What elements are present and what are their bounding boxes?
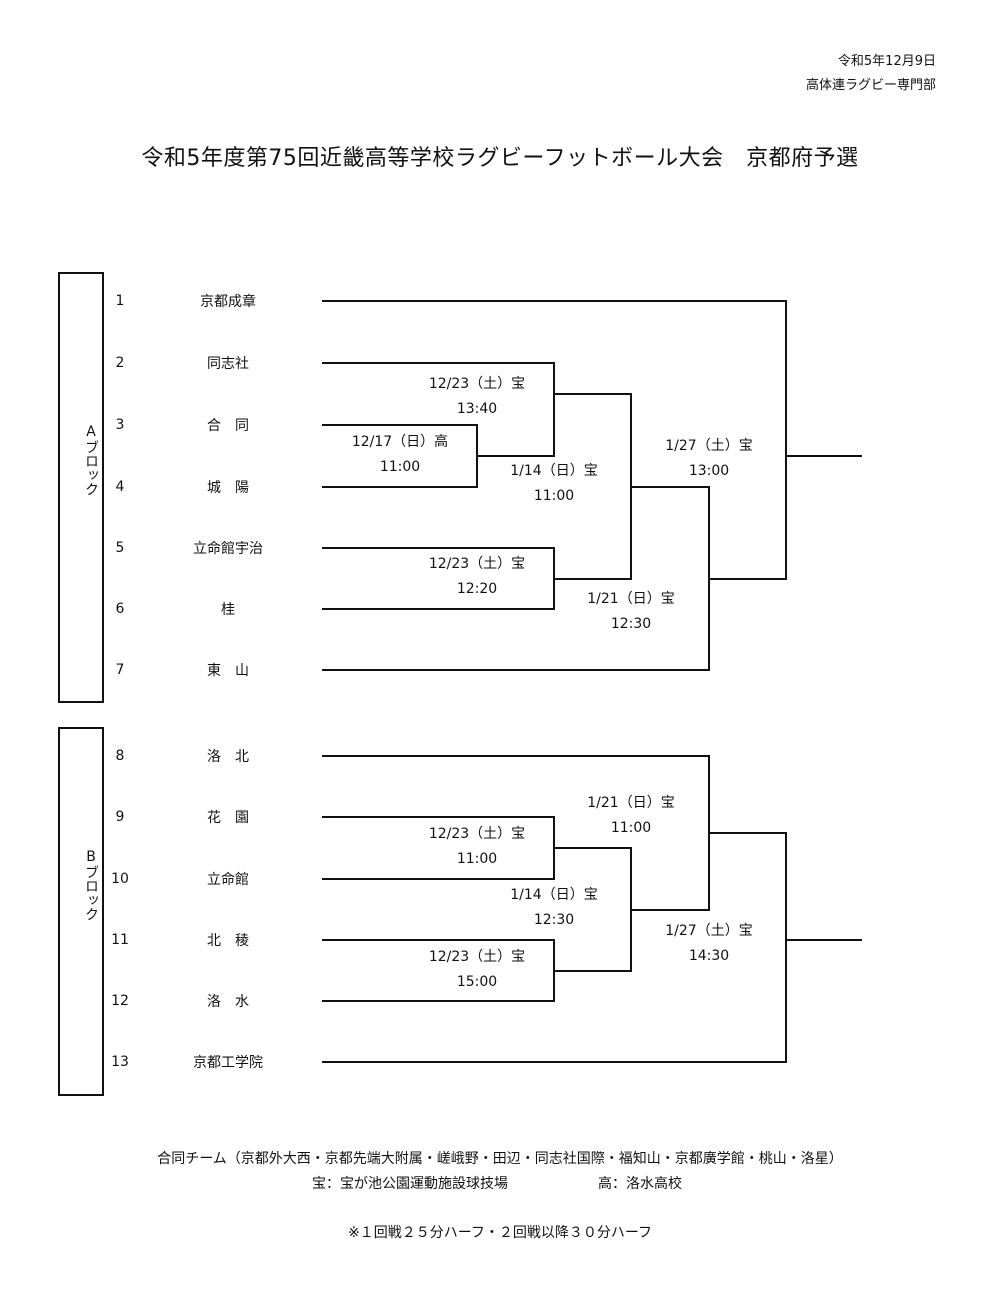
page-title: 令和5年度第75回近畿高等学校ラグビーフットボール大会 京都府予選 [141,146,859,171]
match-date: 12/23（土）宝 [428,376,526,392]
match-time: 11:00 [379,459,421,475]
match-time: 14:30 [688,948,730,964]
match-info: 1/21（日）宝 12:30 [561,587,701,637]
seed-number: 7 [115,662,125,678]
team-name: 花 園 [207,810,249,826]
team-name: 立命館宇治 [193,541,263,557]
document-date: 令和5年12月9日 [837,54,936,69]
match-time: 15:00 [456,974,498,990]
match-date: 12/23（土）宝 [428,949,526,965]
team-name: 洛 水 [207,994,249,1010]
joint-team-note: 合同チーム（京都外大西・京都先端大附属・嵯峨野・田辺・同志社国際・福知山・京都廣… [157,1151,843,1167]
seed-number: 4 [115,479,125,495]
bracket-line [322,547,555,610]
seed-number: 12 [111,993,129,1009]
match-info: 12/23（土）宝 13:40 [407,372,547,422]
match-time: 11:00 [533,488,575,504]
organization: 高体連ラグビー専門部 [805,78,936,93]
match-date: 1/14（日）宝 [510,463,598,479]
team-name: 京都成章 [200,294,256,310]
match-time: 11:00 [610,820,652,836]
team-name: 立命館 [207,872,249,888]
match-time: 13:00 [688,463,730,479]
match-date: 1/21（日）宝 [587,591,675,607]
team-name: 合 同 [207,418,249,434]
block-b-box: Bブロック [58,727,104,1096]
bracket-line [554,847,632,972]
bracket-line [322,362,555,457]
match-time: 13:40 [456,401,498,417]
match-date: 1/21（日）宝 [587,795,675,811]
match-info: 1/27（土）宝 14:30 [639,919,779,969]
match-date: 1/27（土）宝 [665,923,753,939]
match-date: 12/23（土）宝 [428,556,526,572]
bracket-line [322,300,787,580]
match-duration-note: ※１回戦２５分ハーフ・２回戦以降３０分ハーフ [347,1225,653,1241]
seed-number: 11 [111,932,129,948]
team-name: 城 陽 [207,480,249,496]
match-time: 11:00 [456,851,498,867]
bracket-line [322,424,478,488]
team-name: 京都工学院 [193,1055,263,1071]
match-info: 12/23（土）宝 15:00 [407,945,547,995]
match-info: 1/14（日）宝 12:30 [484,883,624,933]
match-info: 1/27（土）宝 13:00 [639,434,779,484]
match-time: 12:30 [533,912,575,928]
match-info: 12/23（土）宝 12:20 [407,552,547,602]
match-info: 12/17（日）高 11:00 [330,430,470,480]
match-info: 1/21（日）宝 11:00 [561,791,701,841]
seed-number: 9 [115,809,125,825]
match-info: 1/14（日）宝 11:00 [484,459,624,509]
match-date: 12/23（土）宝 [428,826,526,842]
block-a-box: Aブロック [58,272,104,703]
seed-number: 3 [115,417,125,433]
match-time: 12:30 [610,616,652,632]
team-name: 洛 北 [207,749,249,765]
seed-number: 10 [111,871,129,887]
seed-number: 6 [115,601,125,617]
match-time: 12:20 [456,581,498,597]
venue-takaragaike: 宝：宝が池公園運動施設球技場 [312,1176,508,1192]
match-date: 12/17（日）高 [351,434,449,450]
match-info: 12/23（土）宝 11:00 [407,822,547,872]
bracket-line [322,939,555,1002]
team-name: 東 山 [207,663,249,679]
match-date: 1/27（土）宝 [665,438,753,454]
team-name: 桂 [221,602,235,618]
seed-number: 13 [111,1054,129,1070]
block-a-label: Aブロック [83,424,99,496]
seed-number: 5 [115,540,125,556]
seed-number: 8 [115,748,125,764]
bracket-line [322,832,787,1063]
seed-number: 1 [115,293,125,309]
match-date: 1/14（日）宝 [510,887,598,903]
team-name: 同志社 [207,356,249,372]
venue-rakusui: 高：洛水高校 [598,1176,682,1192]
bracket-line [322,486,710,671]
team-name: 北 稜 [207,933,249,949]
block-b-label: Bブロック [83,849,99,921]
seed-number: 2 [115,355,125,371]
